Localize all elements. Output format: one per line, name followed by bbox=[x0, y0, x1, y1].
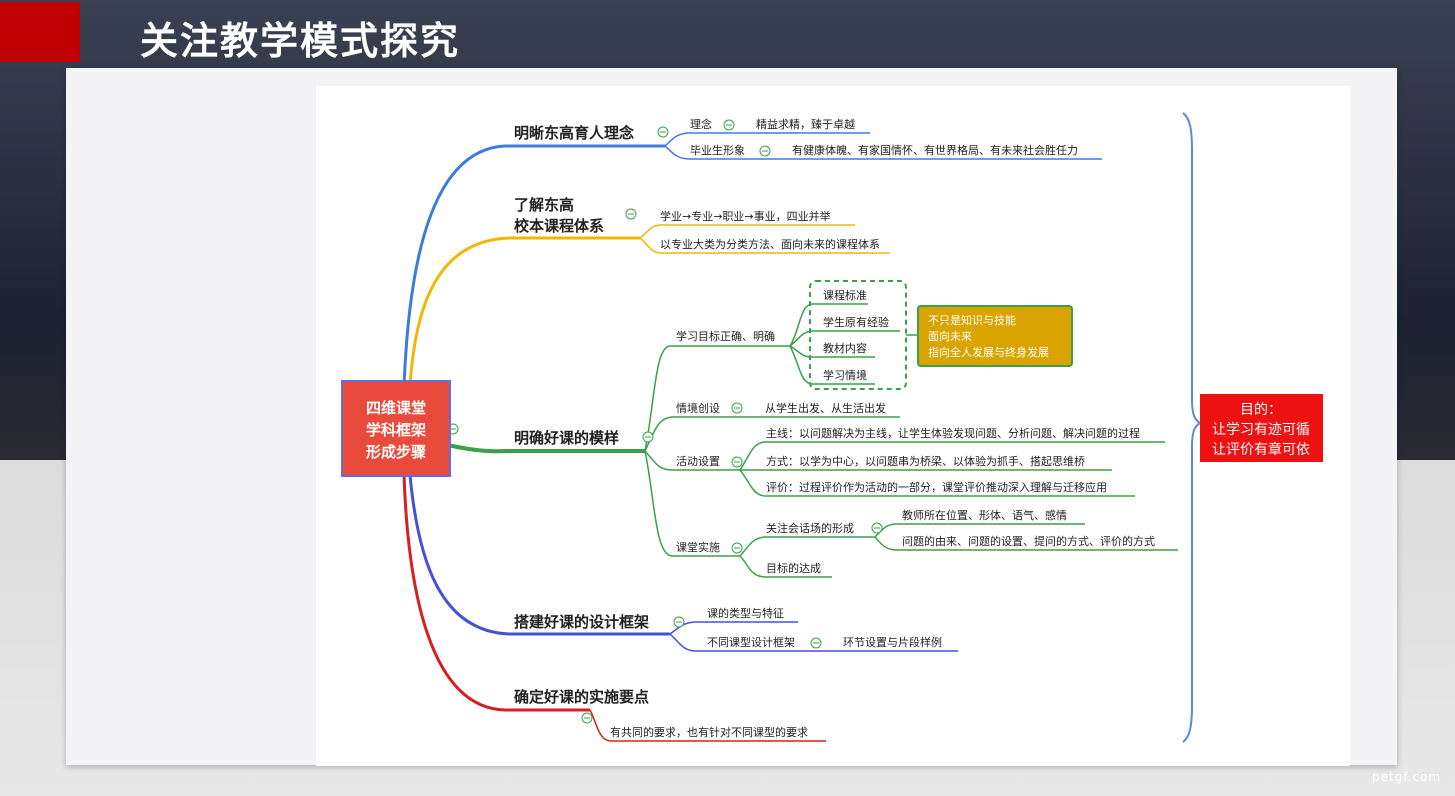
node-text: 教师所在位置、形体、语气、感情 bbox=[902, 508, 1067, 522]
b1-link-1 bbox=[664, 132, 870, 147]
branch-line-4 bbox=[408, 474, 670, 636]
node-text: 目标的达成 bbox=[766, 561, 821, 575]
node-text: 有共同的要求，也有针对不同课型的要求 bbox=[610, 725, 808, 739]
root-node bbox=[341, 380, 451, 477]
branch-line-1 bbox=[402, 144, 665, 386]
purpose-line: 让学习有迹可循 bbox=[1212, 422, 1310, 438]
purpose-title: 目的： bbox=[1240, 402, 1282, 418]
root-line: 形成步骤 bbox=[366, 443, 426, 461]
node-text: 精益求精，臻于卓越 bbox=[756, 117, 855, 131]
branch-title-2: 校本课程体系 bbox=[514, 217, 604, 235]
goal-note-box bbox=[917, 305, 1073, 367]
b2-link-1 bbox=[639, 224, 855, 239]
branch-title-1: 明晰东高育人理念 bbox=[514, 124, 634, 142]
goal-item: 学生原有经验 bbox=[823, 315, 889, 329]
branch-line-3 bbox=[447, 443, 645, 454]
b2-link-2 bbox=[639, 237, 890, 254]
node-text: 学业→专业→职业→事业，四业并举 bbox=[660, 209, 831, 223]
goal-note-line: 不只是知识与技能 bbox=[928, 313, 1016, 327]
purpose-line: 让评价有章可依 bbox=[1212, 441, 1310, 458]
node-text: 有健康体魄、有家国情怀、有世界格局、有未来社会胜任力 bbox=[792, 143, 1078, 157]
activity-item: 评价：过程评价作为活动的一部分，课堂评价推动深入理解与迁移应用 bbox=[766, 480, 1107, 494]
node-text: 环节设置与片段样例 bbox=[843, 635, 942, 649]
root-line: 学科框架 bbox=[366, 421, 426, 439]
node-text: 理念 bbox=[690, 117, 712, 131]
watermark: petgf.com bbox=[1372, 770, 1442, 784]
goal-item: 学习情境 bbox=[823, 368, 867, 382]
branch-title-4: 搭建好课的设计框架 bbox=[514, 613, 649, 631]
goal-item: 课程标准 bbox=[823, 288, 867, 302]
purpose-node bbox=[1200, 394, 1323, 462]
node-text: 课堂实施 bbox=[676, 540, 720, 554]
node-text: 不同课型设计框架 bbox=[707, 635, 795, 649]
activity-item: 主线：以问题解决为主线，让学生体验发现问题、分析问题、解决问题的过程 bbox=[766, 426, 1140, 440]
goal-note-line: 指向全人发展与终身发展 bbox=[928, 345, 1049, 359]
page-title: 关注教学模式探究 bbox=[140, 19, 461, 63]
b3-link-impl bbox=[644, 450, 740, 557]
mind-map-panel bbox=[316, 86, 1350, 766]
b1-link-2 bbox=[664, 145, 1102, 160]
summary-brace bbox=[1182, 112, 1202, 743]
node-text: 关注会话场的形成 bbox=[766, 521, 854, 535]
node-text: 以专业大类为分类方法、面向未来的课程体系 bbox=[660, 237, 880, 251]
node-text: 学习目标正确、明确 bbox=[676, 329, 775, 343]
header-accent-block bbox=[0, 2, 80, 62]
node-text: 毕业生形象 bbox=[690, 143, 745, 157]
root-line: 四维课堂 bbox=[366, 399, 426, 417]
branch-line-2 bbox=[408, 236, 640, 386]
node-text: 课的类型与特征 bbox=[707, 606, 784, 620]
node-text: 情境创设 bbox=[676, 401, 720, 415]
branch-title-2: 了解东高 bbox=[514, 196, 574, 214]
b3-link-activity bbox=[644, 450, 740, 471]
goal-item: 教材内容 bbox=[823, 341, 867, 355]
goal-note-line: 面向未来 bbox=[928, 329, 972, 343]
node-text: 从学生出发、从生活出发 bbox=[765, 401, 886, 415]
node-text: 问题的由来、问题的设置、提问的方式、评价的方式 bbox=[902, 534, 1155, 548]
node-text: 活动设置 bbox=[676, 455, 720, 468]
branch-title-3: 明确好课的模样 bbox=[514, 429, 619, 447]
b3-link-scene bbox=[644, 416, 900, 452]
activity-item: 方式：以学为中心，以问题串为桥梁、以体验为抓手、搭起思维桥 bbox=[766, 454, 1085, 468]
branch-title-5: 确定好课的实施要点 bbox=[514, 688, 649, 706]
branch-line-5 bbox=[402, 474, 590, 712]
